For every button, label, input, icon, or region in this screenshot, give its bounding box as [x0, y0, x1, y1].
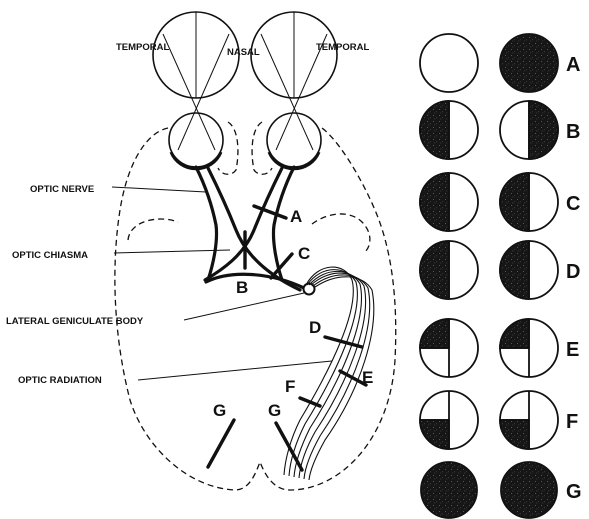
label-optic-nerve: OPTIC NERVE	[30, 184, 94, 195]
row-label-C: C	[566, 193, 580, 215]
lesion-G-right	[276, 423, 302, 470]
optic-nerve-tracts	[196, 167, 304, 290]
field-row-D	[420, 241, 558, 299]
lesion-letter-G-right: G	[268, 401, 281, 420]
left-eye	[169, 113, 223, 167]
field-row-E	[420, 319, 558, 377]
field-row-F	[420, 391, 558, 449]
row-label-G: G	[566, 481, 582, 503]
row-label-E: E	[566, 339, 579, 361]
field-row-C	[420, 173, 558, 231]
lesion-letter-G-left: G	[213, 401, 226, 420]
row-label-D: D	[566, 261, 580, 283]
lesion-F	[300, 398, 320, 406]
lesion-G-left	[208, 420, 234, 467]
lesion-D	[325, 337, 362, 347]
row-label-F: F	[566, 411, 578, 433]
optic-radiation-fibers	[284, 267, 374, 480]
label-lateral-geniculate-body: LATERAL GENICULATE BODY	[6, 316, 144, 327]
visual-pathway	[112, 12, 396, 490]
field-row-A	[420, 34, 558, 92]
lesion-letter-C: C	[298, 244, 310, 263]
lateral-geniculate-body	[304, 284, 315, 295]
lesion-letter-D: D	[309, 318, 321, 337]
field-G-left	[421, 462, 477, 518]
field-row-B	[420, 101, 558, 159]
label-temporal-left: TEMPORAL	[116, 42, 170, 53]
lesion-letter-B: B	[236, 278, 248, 297]
field-row-G	[421, 462, 557, 518]
row-label-A: A	[566, 54, 580, 76]
lesion-letter-A: A	[290, 207, 302, 226]
field-A-right	[500, 34, 558, 92]
lesion-letter-E: E	[362, 368, 373, 387]
field-A-left	[420, 34, 478, 92]
row-label-B: B	[566, 121, 580, 143]
label-optic-radiation: OPTIC RADIATION	[18, 375, 102, 386]
label-optic-chiasma: OPTIC CHIASMA	[12, 250, 88, 261]
lesion-letter-F: F	[285, 377, 295, 396]
label-temporal-right: TEMPORAL	[316, 42, 370, 53]
visual-field-defects	[420, 34, 558, 518]
label-nasal: NASAL	[227, 47, 260, 58]
brain-outline	[115, 128, 396, 490]
right-eye	[267, 113, 321, 167]
field-G-right	[501, 462, 557, 518]
